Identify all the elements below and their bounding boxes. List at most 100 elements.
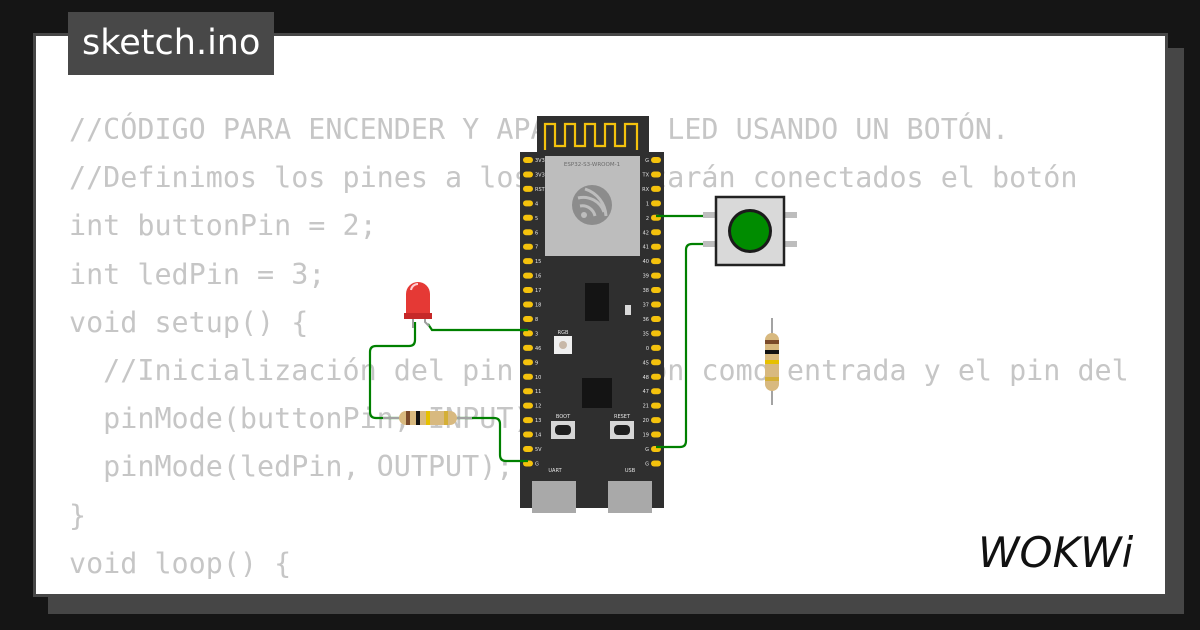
code-line: int ledPin = 3; <box>69 257 326 291</box>
left-pin-label: 9 <box>535 360 538 366</box>
left-pin[interactable] <box>523 185 533 192</box>
left-pin[interactable] <box>523 417 533 424</box>
left-pin[interactable] <box>523 373 533 380</box>
right-pin-label: 45 <box>643 360 649 366</box>
left-pin-label: 16 <box>535 274 541 280</box>
right-pin-label: 39 <box>643 274 649 280</box>
usb-port[interactable] <box>608 481 652 513</box>
right-pin[interactable] <box>651 272 661 279</box>
right-pin-label: 40 <box>643 259 649 265</box>
right-pin[interactable] <box>651 287 661 294</box>
button-cap[interactable] <box>731 212 769 250</box>
right-pin-label: 47 <box>643 389 649 395</box>
wokwi-logo-text: WOKWi <box>978 528 1134 576</box>
right-pin[interactable] <box>651 185 661 192</box>
right-pin-label: G <box>645 461 649 467</box>
left-pin-label: 5V <box>535 447 542 453</box>
pushbutton[interactable] <box>703 195 797 267</box>
left-pin[interactable] <box>523 388 533 395</box>
right-pin[interactable] <box>651 373 661 380</box>
left-pin[interactable] <box>523 402 533 409</box>
code-line: } <box>69 498 87 532</box>
left-pin[interactable] <box>523 272 533 279</box>
right-pin-label: 20 <box>643 418 649 424</box>
red-led[interactable] <box>404 282 432 328</box>
left-pin[interactable] <box>523 157 533 163</box>
reset-label: RESET <box>614 414 631 420</box>
left-pin[interactable] <box>523 315 533 322</box>
right-pin-label: 48 <box>643 375 649 381</box>
left-pin[interactable] <box>523 200 533 207</box>
right-pin-label: G <box>645 158 649 164</box>
right-pin-label: 21 <box>643 404 649 410</box>
right-pin-label: G <box>645 447 649 453</box>
right-pin-label: 1 <box>646 201 649 207</box>
wire-gnd-button <box>656 242 718 449</box>
right-pin[interactable] <box>651 460 661 467</box>
left-pin[interactable] <box>523 171 533 178</box>
right-pin-label: 36 <box>643 317 649 323</box>
right-pin[interactable] <box>651 243 661 250</box>
left-pin-label: 17 <box>535 288 541 294</box>
left-pin-label: 15 <box>535 259 541 265</box>
right-pin-label: 35 <box>643 331 649 337</box>
left-pin-label: 3V3 <box>535 158 545 164</box>
right-pin-label: TX <box>642 172 650 178</box>
usb-label: USB <box>625 468 636 474</box>
right-pin[interactable] <box>651 200 661 207</box>
right-pin[interactable] <box>651 359 661 366</box>
wire-resistor-gnd <box>452 416 528 463</box>
esp32-board[interactable]: ESP32-S3-WROOM-1 RGB BOOT RESET UART USB… <box>520 116 664 513</box>
left-pin[interactable] <box>523 229 533 236</box>
left-pin[interactable] <box>523 243 533 250</box>
right-pin[interactable] <box>651 388 661 395</box>
left-pin[interactable] <box>523 446 533 452</box>
right-pin[interactable] <box>651 157 661 163</box>
left-pin-label: 46 <box>535 346 541 352</box>
left-pin-label: 14 <box>535 433 541 439</box>
usb-chip <box>585 283 609 321</box>
right-pin[interactable] <box>651 229 661 236</box>
right-pin[interactable] <box>651 402 661 409</box>
module-label: ESP32-S3-WROOM-1 <box>564 162 620 168</box>
right-pin[interactable] <box>651 417 661 424</box>
left-pin-label: 11 <box>535 389 541 395</box>
left-pin-label: 8 <box>535 317 538 323</box>
left-pin[interactable] <box>523 214 533 221</box>
left-pin-label: 4 <box>535 201 538 207</box>
left-pin[interactable] <box>523 344 533 351</box>
left-pin-label: 13 <box>535 418 541 424</box>
right-pin-label: 38 <box>643 288 649 294</box>
right-pin-label: 41 <box>643 245 649 251</box>
file-name-tab: sketch.ino <box>68 12 275 75</box>
led-resistor[interactable] <box>383 411 472 425</box>
uart-port[interactable] <box>532 481 576 513</box>
right-pin[interactable] <box>651 431 661 438</box>
left-pin-label: 12 <box>535 404 541 410</box>
right-pin-label: 42 <box>643 230 649 236</box>
left-pin[interactable] <box>523 287 533 294</box>
right-pin[interactable] <box>651 315 661 322</box>
left-pin[interactable] <box>523 301 533 308</box>
right-pin-label: 37 <box>643 303 649 309</box>
left-pin-label: 7 <box>535 245 538 251</box>
right-pin[interactable] <box>651 330 661 337</box>
right-pin[interactable] <box>651 258 661 265</box>
left-pin[interactable] <box>523 330 533 337</box>
left-pin[interactable] <box>523 258 533 265</box>
right-pin-label: 19 <box>643 433 649 439</box>
left-pin-label: G <box>535 461 539 467</box>
right-pin[interactable] <box>651 301 661 308</box>
wires <box>368 214 718 463</box>
right-pin[interactable] <box>651 344 661 351</box>
right-pin[interactable] <box>651 171 661 178</box>
left-pin[interactable] <box>523 431 533 438</box>
left-pin-label: 5 <box>535 216 538 222</box>
pulldown-resistor[interactable] <box>765 318 779 405</box>
code-line: pinMode(ledPin, OUTPUT); <box>69 450 514 484</box>
left-pin[interactable] <box>523 359 533 366</box>
uart-label: UART <box>548 468 562 474</box>
main-chip <box>582 378 612 408</box>
left-pin-label: 18 <box>535 303 541 309</box>
